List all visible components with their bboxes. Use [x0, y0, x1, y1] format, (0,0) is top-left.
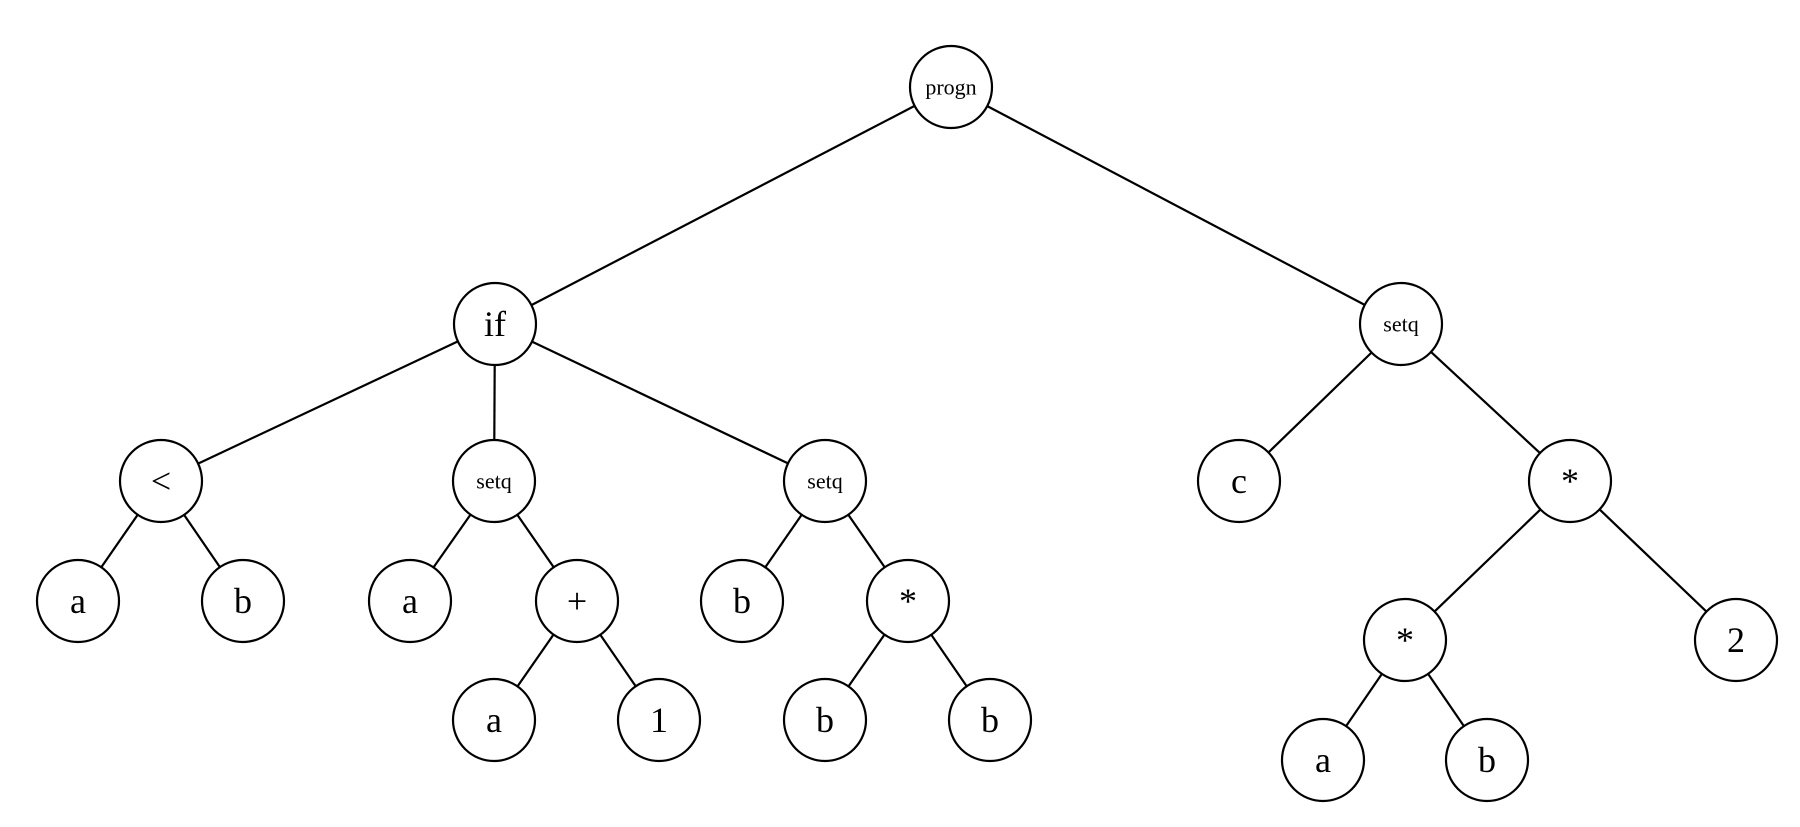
- tree-edge: [930, 634, 968, 687]
- tree-node-circle: [35, 558, 121, 644]
- tree-node-circle: [782, 438, 868, 524]
- tree-node-label: <: [151, 461, 171, 501]
- tree-node-circle: [1527, 438, 1613, 524]
- tree-node-label: a: [486, 700, 502, 740]
- tree-edge: [183, 514, 221, 568]
- tree-edge: [530, 104, 916, 307]
- tree-node: b: [1444, 717, 1530, 803]
- tree-node: a: [35, 558, 121, 644]
- tree-node: b: [200, 558, 286, 644]
- tree-node-circle: [1444, 717, 1530, 803]
- tree-node-circle: [534, 558, 620, 644]
- tree-node-circle: [200, 558, 286, 644]
- tree-edge: [516, 633, 555, 688]
- tree-edge: [847, 633, 886, 688]
- tree-node-label: 2: [1727, 620, 1745, 660]
- tree-node-label: c: [1231, 461, 1247, 501]
- tree-edge: [1267, 351, 1373, 454]
- tree-node: c: [1196, 438, 1282, 524]
- tree-node-circle: [865, 558, 951, 644]
- tree-node-circle: [367, 558, 453, 644]
- tree-node-circle: [1280, 717, 1366, 803]
- tree-edge: [1427, 673, 1465, 727]
- tree-node: setq: [1358, 281, 1444, 367]
- tree-edge: [432, 513, 472, 569]
- tree-node-label: b: [981, 700, 999, 740]
- tree-edge: [197, 340, 459, 465]
- tree-edge: [1598, 508, 1708, 613]
- tree-node-label: 1: [650, 700, 668, 740]
- tree-node-circle: [1358, 281, 1444, 367]
- tree-node-circle: [1693, 597, 1779, 683]
- tree-node-label: *: [1561, 461, 1579, 501]
- tree-node: 1: [616, 677, 702, 763]
- tree-node: a: [451, 677, 537, 763]
- tree-node: b: [947, 677, 1033, 763]
- tree-edge: [1433, 508, 1542, 613]
- tree-node-label: setq: [807, 469, 842, 494]
- tree-node-label: a: [402, 581, 418, 621]
- tree-node: a: [367, 558, 453, 644]
- tree-node: <: [118, 438, 204, 524]
- tree-node-label: a: [1315, 740, 1331, 780]
- tree-edge: [1430, 351, 1541, 454]
- tree-edge: [100, 514, 139, 568]
- tree-edge: [531, 340, 789, 465]
- tree-node-circle: [451, 438, 537, 524]
- tree-node-label: a: [70, 581, 86, 621]
- tree-node-circle: [1196, 438, 1282, 524]
- tree-edges: [100, 104, 1708, 727]
- tree-node: +: [534, 558, 620, 644]
- tree-node-circle: [452, 281, 538, 367]
- tree-node-label: b: [816, 700, 834, 740]
- tree-node-circle: [699, 558, 785, 644]
- tree-node: b: [782, 677, 868, 763]
- tree-node: *: [1362, 597, 1448, 683]
- tree-edge: [847, 514, 886, 568]
- tree-node-circle: [451, 677, 537, 763]
- tree-node-label: if: [484, 304, 506, 344]
- tree-edge: [764, 514, 803, 568]
- tree-node-circle: [908, 44, 994, 130]
- tree-node-circle: [118, 438, 204, 524]
- tree-edge: [516, 514, 555, 568]
- tree-node-circle: [947, 677, 1033, 763]
- tree-node-circle: [782, 677, 868, 763]
- tree-node-circle: [1362, 597, 1448, 683]
- tree-node: if: [452, 281, 538, 367]
- tree-node-label: b: [733, 581, 751, 621]
- tree-node-label: b: [1478, 740, 1496, 780]
- tree-node: 2: [1693, 597, 1779, 683]
- tree-edge: [1345, 673, 1383, 727]
- tree-node: *: [865, 558, 951, 644]
- tree-node: b: [699, 558, 785, 644]
- tree-node-label: setq: [476, 469, 511, 494]
- tree-node: a: [1280, 717, 1366, 803]
- tree-node-label: setq: [1383, 312, 1418, 337]
- tree-edge: [986, 105, 1366, 306]
- tree-node-label: +: [567, 581, 587, 621]
- tree-node-label: b: [234, 581, 252, 621]
- tree-node-circle: [616, 677, 702, 763]
- tree-node: setq: [451, 438, 537, 524]
- tree-node: setq: [782, 438, 868, 524]
- tree-node-label: *: [899, 581, 917, 621]
- tree-edge: [599, 634, 637, 687]
- tree-node-label: *: [1396, 620, 1414, 660]
- tree-node: *: [1527, 438, 1613, 524]
- tree-nodes: progn if setq < setq setq a b a + a 1 b * b b c * * 2 a b: [35, 44, 1779, 803]
- tree-node: progn: [908, 44, 994, 130]
- tree-node-label: progn: [925, 75, 976, 100]
